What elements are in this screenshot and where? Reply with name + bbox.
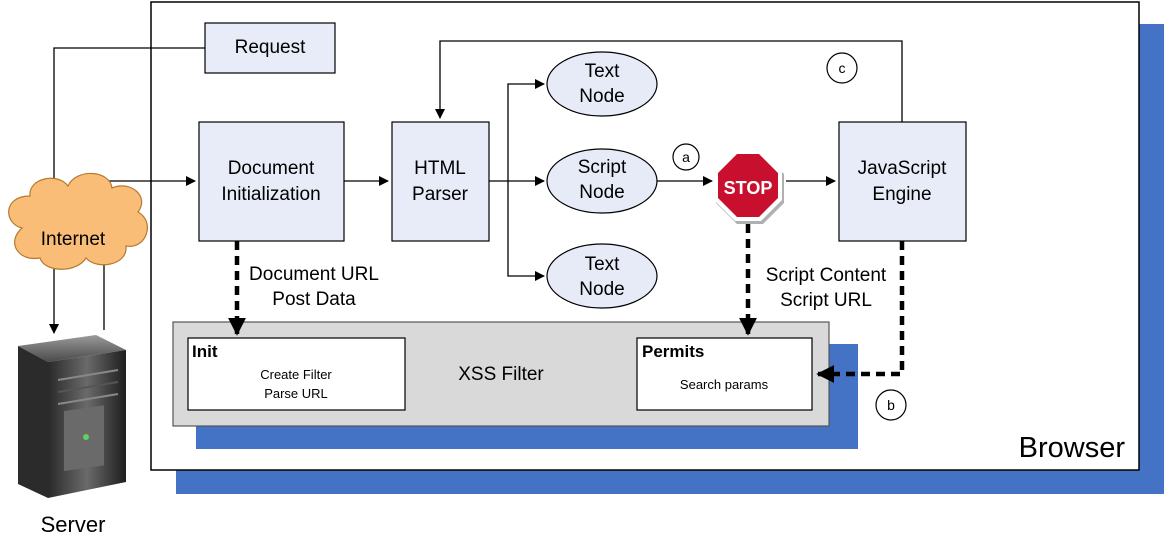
marker-a-label: a	[682, 149, 690, 165]
text-node-top-line2: Node	[579, 86, 624, 107]
html-parser-line1: HTML	[414, 158, 466, 179]
text-node-bottom	[546, 243, 658, 309]
permits-line1: Search params	[680, 377, 769, 392]
server-label: Server	[41, 512, 106, 537]
javascript-engine-line2: Engine	[872, 184, 931, 205]
javascript-engine-box	[838, 121, 967, 242]
init-line2: Parse URL	[264, 386, 328, 401]
marker-a	[672, 143, 700, 171]
document-initialization-line1: Document	[228, 158, 315, 179]
request-label: Request	[235, 37, 306, 58]
xss-filter-label: XSS Filter	[458, 364, 544, 385]
js-engine-to-permits-dashed-arrow	[816, 241, 905, 383]
marker-c	[826, 52, 858, 84]
marker-b	[875, 389, 907, 421]
request-box	[204, 22, 336, 74]
document-initialization-box	[198, 121, 345, 242]
document-initialization-line2: Initialization	[221, 184, 320, 205]
html-parser-box	[391, 121, 490, 242]
text-node-top-line1: Text	[585, 61, 621, 82]
parser-to-text-node-bottom	[507, 181, 545, 281]
init-box	[187, 337, 406, 411]
document-url-note-line2: Post Data	[272, 289, 356, 310]
browser-label: Browser	[1019, 432, 1126, 464]
stop-sign-label: STOP	[724, 178, 773, 198]
text-node-top	[546, 51, 658, 117]
marker-b-label: b	[887, 397, 895, 413]
stop-sign-icon: STOP	[714, 150, 784, 224]
internet-label: Internet	[41, 229, 106, 250]
script-content-note-line2: Script URL	[780, 290, 872, 311]
parser-to-text-node-top	[507, 79, 545, 181]
server-icon	[18, 335, 126, 498]
internet-cloud: Internet	[8, 172, 148, 270]
marker-c-label: c	[839, 60, 846, 76]
text-node-bottom-line1: Text	[585, 254, 621, 275]
script-node-line1: Script	[578, 157, 627, 178]
javascript-engine-line1: JavaScript	[858, 158, 947, 179]
init-line1: Create Filter	[260, 367, 332, 382]
html-parser-line2: Parser	[412, 184, 469, 205]
script-node-line2: Node	[579, 182, 624, 203]
init-title: Init	[192, 342, 218, 361]
document-url-note-line1: Document URL	[249, 264, 379, 285]
script-content-note-line1: Script Content	[766, 265, 887, 286]
text-node-bottom-line2: Node	[579, 279, 624, 300]
js-engine-to-parser-feedback	[435, 40, 903, 122]
permits-box	[636, 337, 813, 411]
permits-title: Permits	[642, 342, 704, 361]
